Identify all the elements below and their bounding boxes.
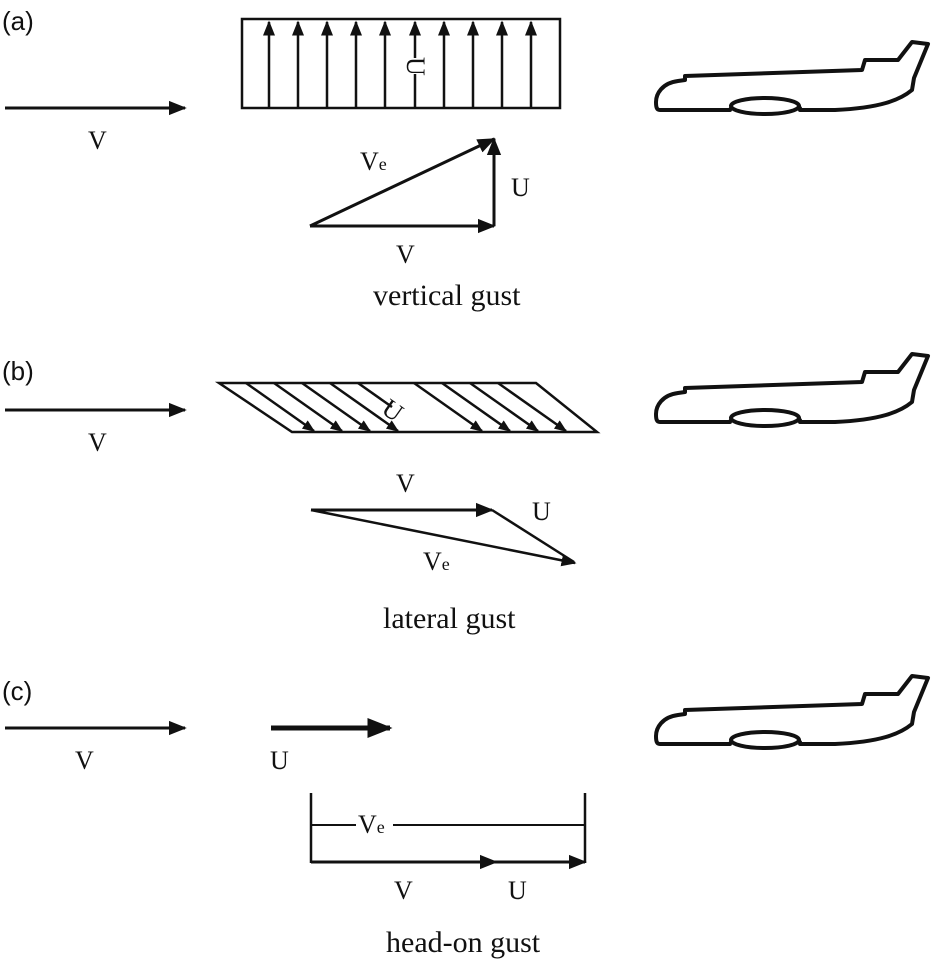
caption-lateral-gust: lateral gust [383,602,516,635]
sum-ve-label: Ve [358,810,385,839]
gust-arrow [329,381,400,433]
sum-v-label: V [394,876,413,905]
lateral-gust-arrows [245,381,568,433]
caption-vertical-gust: vertical gust [373,279,521,312]
gust-velocity-label: U [401,57,430,76]
panel-label-a: (a) [2,6,34,36]
sum-u-label: U [508,876,527,905]
gust-velocity-label: U [270,746,289,775]
triangle-u-arrow [491,508,575,564]
triangle-ve-label: Ve [423,547,450,576]
airplane-icon [654,40,930,116]
gust-arrow [301,381,372,433]
panel-c: (c) V U Ve V U head-on gust [2,674,930,959]
panel-label-c: (c) [2,676,32,706]
panel-b: (b) V U V U Ve lateral gust [2,352,930,635]
vertical-gust-arrows [263,20,537,108]
caption-head-on-gust: head-on gust [386,926,541,959]
gust-arrow [469,381,540,433]
freestream-velocity-label: V [88,126,107,155]
gust-arrow [245,381,316,433]
triangle-u-label: U [511,173,530,202]
gust-arrow [413,381,484,433]
panel-label-b: (b) [2,356,34,386]
gust-arrow [357,381,393,409]
vertical-gust-field [240,17,562,110]
triangle-ve-arrow [310,508,577,567]
lateral-gust-field [214,381,601,434]
triangle-u-label: U [532,497,551,526]
triangle-ve-label: Ve [360,147,387,176]
airplane-icon [654,352,930,428]
panel-a: (a) V U Ve U V vertical gust [2,6,930,312]
freestream-velocity-label: V [88,428,107,457]
gust-arrow [273,381,344,433]
freestream-velocity-label: V [75,746,94,775]
airplane-icon [654,674,930,750]
gust-arrow [441,381,512,433]
gust-arrow [497,381,568,433]
triangle-ve-arrow [309,137,496,228]
triangle-v-label: V [396,240,415,269]
triangle-v-label: V [396,469,415,498]
